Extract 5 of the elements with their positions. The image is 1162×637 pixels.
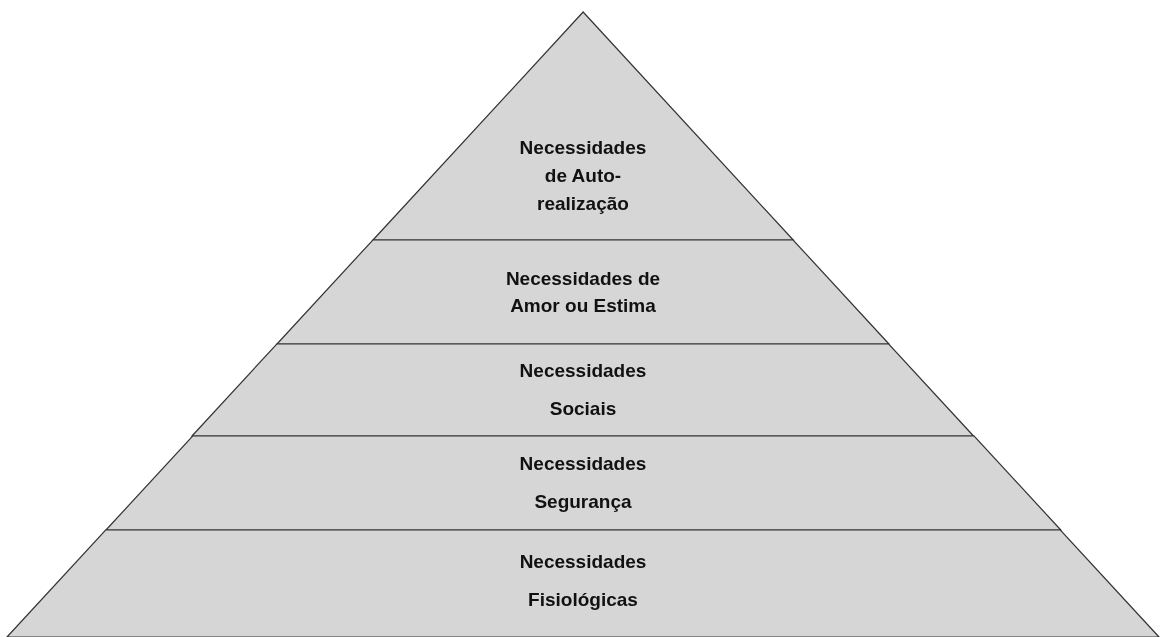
level-label: Necessidades Segurança xyxy=(518,452,648,514)
level-label: Necessidades Fisiológicas xyxy=(518,550,648,613)
level-label: Necessidades de Auto-realização xyxy=(518,136,648,217)
level-label: Necessidades Sociais xyxy=(518,359,648,421)
level-label: Necessidades de Amor ou Estima xyxy=(504,267,662,318)
